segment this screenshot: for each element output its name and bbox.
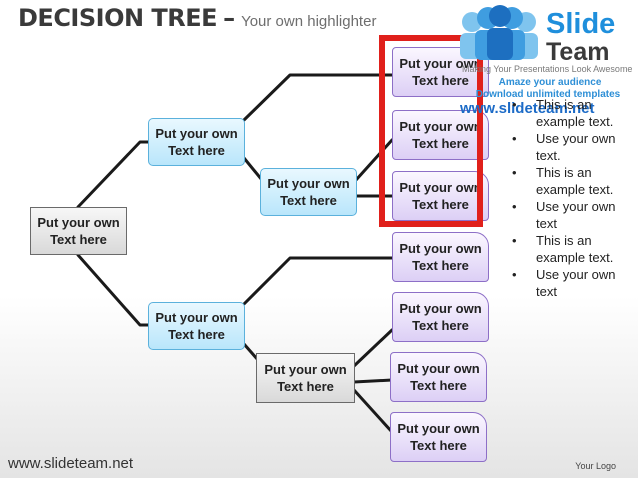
node-leaf-4: Put your own Text here xyxy=(392,232,489,282)
node-leaf-5: Put your own Text here xyxy=(392,292,489,342)
slide-title: DECISION TREE–Your own highlighter xyxy=(18,4,376,32)
connector-inner-leaf2 xyxy=(354,138,394,182)
connector-upper-leaf1 xyxy=(242,73,394,122)
title-subtitle: Your own highlighter xyxy=(241,13,377,30)
logo-word-slide: Slide xyxy=(546,8,616,40)
highlighter-frame xyxy=(379,35,483,227)
bullet-item: • Use your own text xyxy=(510,198,630,232)
footer-website[interactable]: www.slideteam.net xyxy=(8,455,134,472)
bullet-item: • Use your own text xyxy=(510,266,630,300)
logo-url[interactable]: www.slideteam.net xyxy=(460,100,595,117)
node-leaf-7: Put your own Text here xyxy=(390,412,487,462)
bullet-text: Use your own text xyxy=(536,199,616,231)
slideteam-logo: Slide Team Making Your Presentations Loo… xyxy=(450,4,638,117)
bullet-dot-icon: • xyxy=(512,131,517,146)
logo-tagline: Making Your Presentations Look Awesome xyxy=(462,64,633,74)
bullet-item: • This is an example text. xyxy=(510,232,630,266)
connector-root-upper xyxy=(76,140,152,209)
node-lower-mid: Put your own Text here xyxy=(148,302,245,350)
bullet-dot-icon: • xyxy=(512,165,517,180)
bullet-dot-icon: • xyxy=(512,267,517,282)
bullet-item: • Use your own text. xyxy=(510,130,630,164)
node-root: Put your own Text here xyxy=(30,207,127,255)
connector-lower-leaf4 xyxy=(242,256,394,306)
connector-upper-inner xyxy=(242,156,264,182)
node-upper-mid: Put your own Text here xyxy=(148,118,245,166)
bullet-text: This is an example text. xyxy=(536,233,614,265)
bullet-item: • This is an example text. xyxy=(510,96,630,130)
team-people-icon xyxy=(460,5,538,60)
bullet-text: Use your own text xyxy=(536,267,616,299)
connector-root-lower xyxy=(76,253,152,327)
bullet-dot-icon: • xyxy=(512,199,517,214)
footer-logo-placeholder: Your Logo xyxy=(575,461,616,471)
logo-word-team: Team xyxy=(546,38,610,66)
bullet-text: This is an example text. xyxy=(536,165,614,197)
connector-linner-leaf7 xyxy=(352,388,394,434)
node-leaf-1: Put your own Text here xyxy=(392,47,489,97)
logo-line-2: Download unlimited templates xyxy=(475,89,621,100)
bullet-dot-icon: • xyxy=(512,97,517,112)
bullet-text: This is an example text. xyxy=(536,97,614,129)
connector-lower-inner xyxy=(242,342,260,362)
node-leaf-2: Put your own Text here xyxy=(392,110,489,160)
title-main: DECISION TREE xyxy=(18,4,218,32)
node-leaf-6: Put your own Text here xyxy=(390,352,487,402)
bullet-list: • This is an example text. • Use your own … xyxy=(510,96,630,300)
connector-linner-leaf6 xyxy=(352,378,394,384)
node-lower-inner: Put your own Text here xyxy=(256,353,355,403)
bullet-dot-icon: • xyxy=(512,233,517,248)
logo-line-1: Amaze your audience xyxy=(498,77,602,88)
bullet-item: • This is an example text. xyxy=(510,164,630,198)
connector-linner-leaf5 xyxy=(352,328,394,368)
node-upper-inner: Put your own Text here xyxy=(260,168,357,216)
title-dash: – xyxy=(223,4,236,32)
bullet-text: Use your own text. xyxy=(536,131,616,163)
node-leaf-3: Put your own Text here xyxy=(392,171,489,221)
